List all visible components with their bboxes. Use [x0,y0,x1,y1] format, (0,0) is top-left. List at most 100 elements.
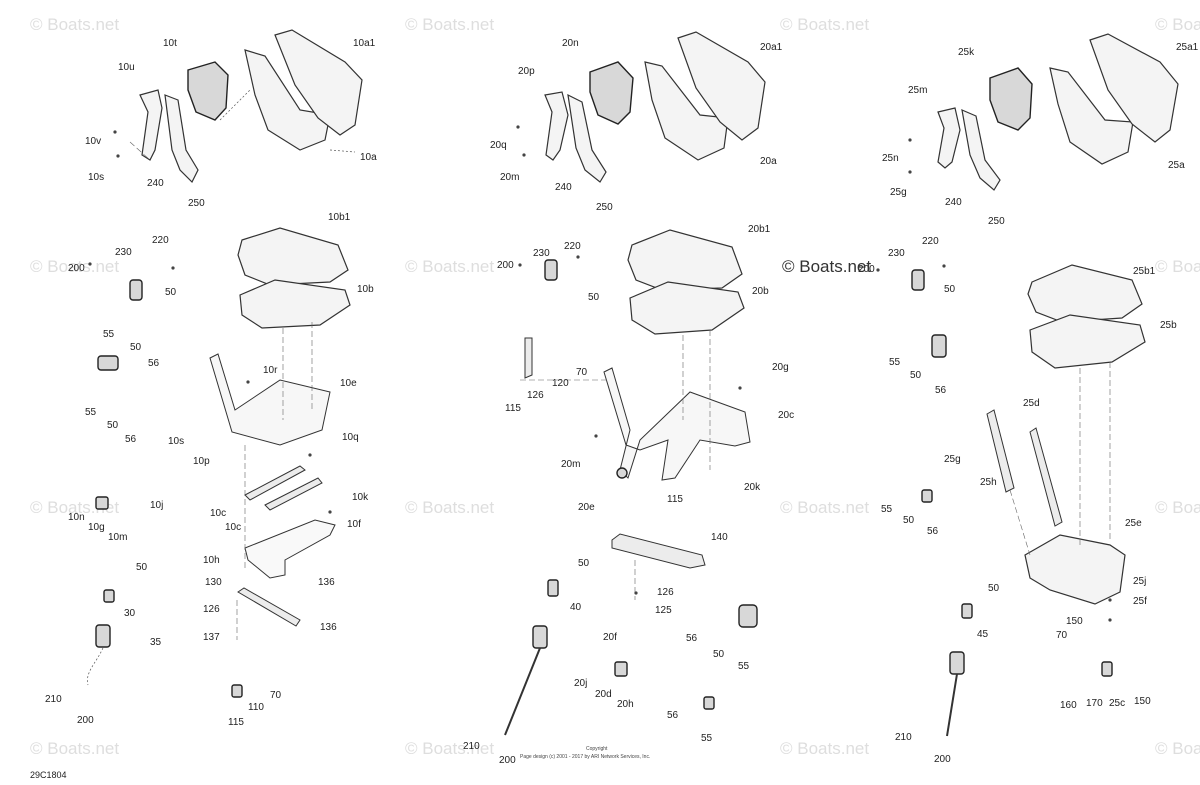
callout: 20a [760,156,777,167]
clip [921,489,933,503]
callout: 55 [103,329,115,340]
seat-belt-retractor [532,625,548,649]
callout: 10f [347,519,361,530]
callout: 20q [490,140,507,151]
callout: 25b [1160,320,1177,331]
callout: 170 [1086,698,1103,709]
callout: 220 [564,241,581,252]
callout: 50 [903,515,915,526]
callout: 20e [578,502,595,513]
bolt [518,263,522,267]
callouts-middle: 20n 20a1 20p 20q 20m 240 250 20a 20b1 20… [463,38,794,766]
bolt [522,153,526,157]
callout: 56 [667,710,679,721]
seat-back-frame-leg [961,109,1001,191]
bolt [171,266,175,270]
assembly-left [87,29,363,698]
watermark: © Boats.net [30,257,119,276]
callout: 50 [713,649,725,660]
callout: 25e [1125,518,1142,529]
assembly-right [911,33,1179,737]
clip [1101,661,1113,677]
callout: 25k [958,47,975,58]
callout: 125 [655,605,672,616]
seat-back-cover [274,29,363,136]
seat-belt-buckle [95,624,111,648]
callout: 200 [858,264,875,275]
seat-back-cover [677,31,766,141]
seat-cushion-base [629,281,745,335]
bolt [942,264,946,268]
callout: 136 [320,622,337,633]
bolt [308,453,312,457]
callout: 25g [890,187,907,198]
watermark: © Boats.net [405,15,494,34]
callout: 55 [738,661,750,672]
callout: 40 [570,602,582,613]
seat-post [1029,427,1063,527]
callout: 10c [210,508,226,519]
callout: 56 [686,633,698,644]
headrest [589,61,634,125]
seat-back-frame [937,107,961,169]
callout: 200 [497,260,514,271]
seat-cushion [1027,264,1143,323]
callout: 50 [136,562,148,573]
callout: 10a [360,152,377,163]
callout: 240 [945,197,962,208]
callout: 25a [1168,160,1185,171]
callout: 130 [205,577,222,588]
seat-cushion-base [239,279,351,329]
bolt [908,170,912,174]
callout: 25g [944,454,961,465]
watermark: © Boats.net [780,739,869,758]
callout: 50 [910,370,922,381]
callout: 126 [657,587,674,598]
callout: 25c [1109,698,1125,709]
callout: 10s [168,436,184,447]
bolt [738,386,742,390]
seat-cushion-base [1029,314,1146,369]
spacer-bar [237,587,301,627]
clip [703,696,715,710]
callout: 250 [988,216,1005,227]
callout: 25n [882,153,899,164]
fasteners [88,125,1112,622]
callout: 50 [165,287,177,298]
callout: 70 [270,690,282,701]
assembly-middle [504,31,766,736]
callout: 56 [927,526,939,537]
callout: 10u [118,62,135,73]
seat-frame [603,367,751,481]
callout: 210 [463,741,480,752]
seat-post [986,409,1015,493]
callout: 150 [1066,616,1083,627]
callout: 10q [342,432,359,443]
callout: 35 [150,637,162,648]
callout: 136 [318,577,335,588]
bolt [246,380,250,384]
callout: 200 [68,263,85,274]
bolt [908,138,912,142]
seat-back-shell [644,61,729,161]
callout: 20d [595,689,612,700]
watermark: © Boats.net [1155,739,1200,758]
seat-back-frame-leg [567,93,607,183]
callout: 20a1 [760,42,783,53]
slider-frame [244,519,336,579]
callout: 10c [225,522,241,533]
watermark: © Boats.net [1155,498,1200,517]
callout: 126 [527,390,544,401]
callout: 230 [115,247,132,258]
callout: 220 [922,236,939,247]
callout: 20b1 [748,224,771,235]
callout: 210 [45,694,62,705]
mount-bracket [611,533,706,569]
callout: 10e [340,378,357,389]
watermark: © Boats.net [780,498,869,517]
watermark: © Boats.net [405,739,494,758]
callout: 150 [1134,696,1151,707]
belt-guide [547,579,559,597]
seat-belt [504,647,541,736]
seat-cushion [237,227,349,286]
